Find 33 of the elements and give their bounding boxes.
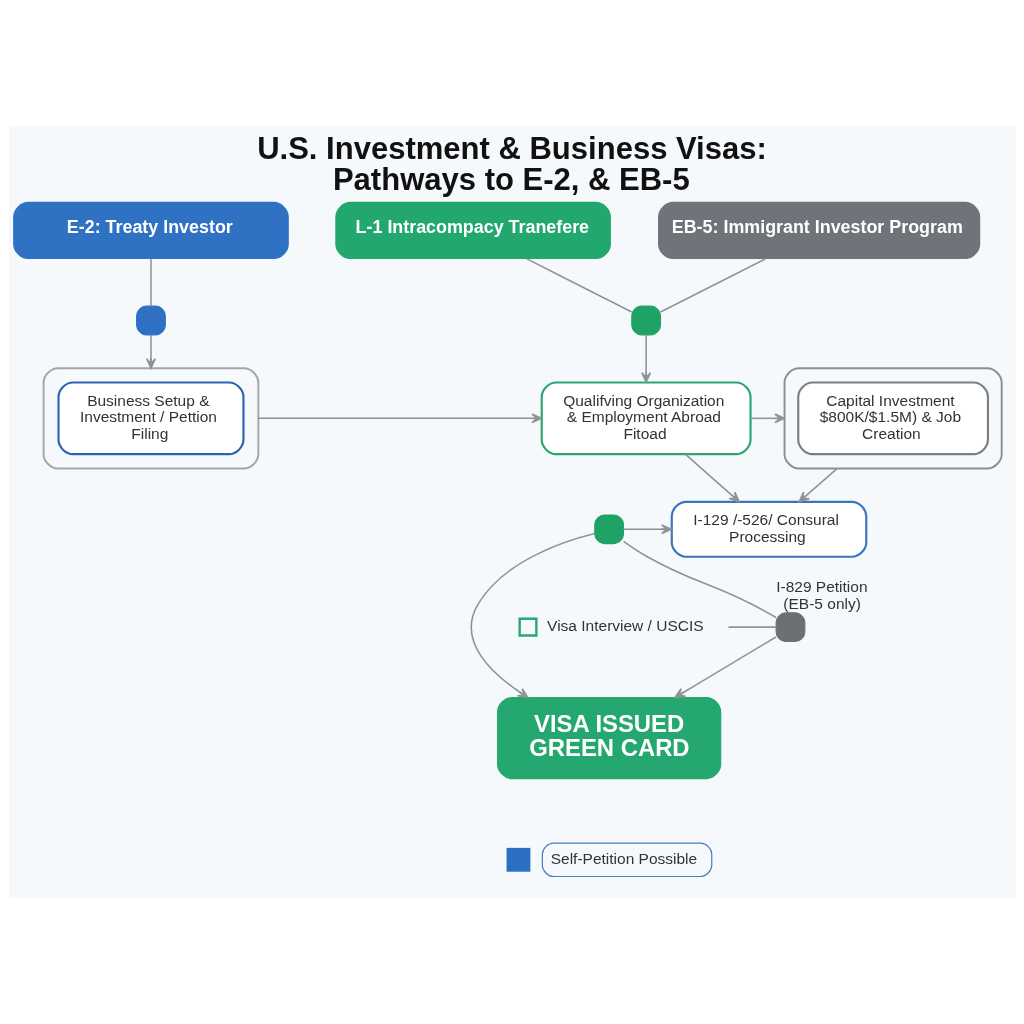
node-box: I-129 /-526/ Consural Processing <box>670 500 867 558</box>
connector <box>149 258 152 307</box>
node-box: L-1 Intracompacy Tranefere <box>334 201 611 260</box>
cluster <box>783 367 1003 470</box>
arrow <box>257 413 542 424</box>
arrow <box>797 467 838 503</box>
arrow <box>684 453 740 503</box>
node-box: Capital Investment $800K/$1.5M) & Job Creation <box>796 381 989 456</box>
node-label: Visa Interview / USCIS <box>546 617 704 635</box>
connector <box>727 626 777 628</box>
arrow <box>622 524 672 535</box>
node-box: Qualifving Organization & Employment Abroad Fitoad <box>540 381 752 456</box>
connector <box>659 257 767 313</box>
node-box <box>630 305 661 336</box>
cluster <box>42 367 259 470</box>
legend-label: Self-Petition Possible <box>550 849 697 867</box>
connector <box>525 257 632 313</box>
node-box <box>135 305 166 336</box>
node-box: VISA ISSUED GREEN CARD <box>496 696 721 780</box>
arrow <box>470 532 595 699</box>
arrow <box>673 636 777 699</box>
node-box <box>775 612 805 643</box>
node-box: EB-5: Immigrant Investor Program <box>657 201 980 260</box>
node-box <box>593 514 624 545</box>
node-box <box>517 617 538 637</box>
diagram-title: U.S. Investment & Business Visas: Pathways to E-2, & EB-5 <box>256 131 767 198</box>
arrow <box>749 413 785 424</box>
node-box: E-2: Treaty Investor <box>12 201 289 260</box>
node-box: Business Setup & Investment / Pettion Filing <box>56 381 245 456</box>
node-label: I-829 Petition (EB-5 only) <box>775 577 868 612</box>
arrow <box>145 334 156 369</box>
arrow <box>640 334 651 383</box>
connector <box>622 540 777 619</box>
